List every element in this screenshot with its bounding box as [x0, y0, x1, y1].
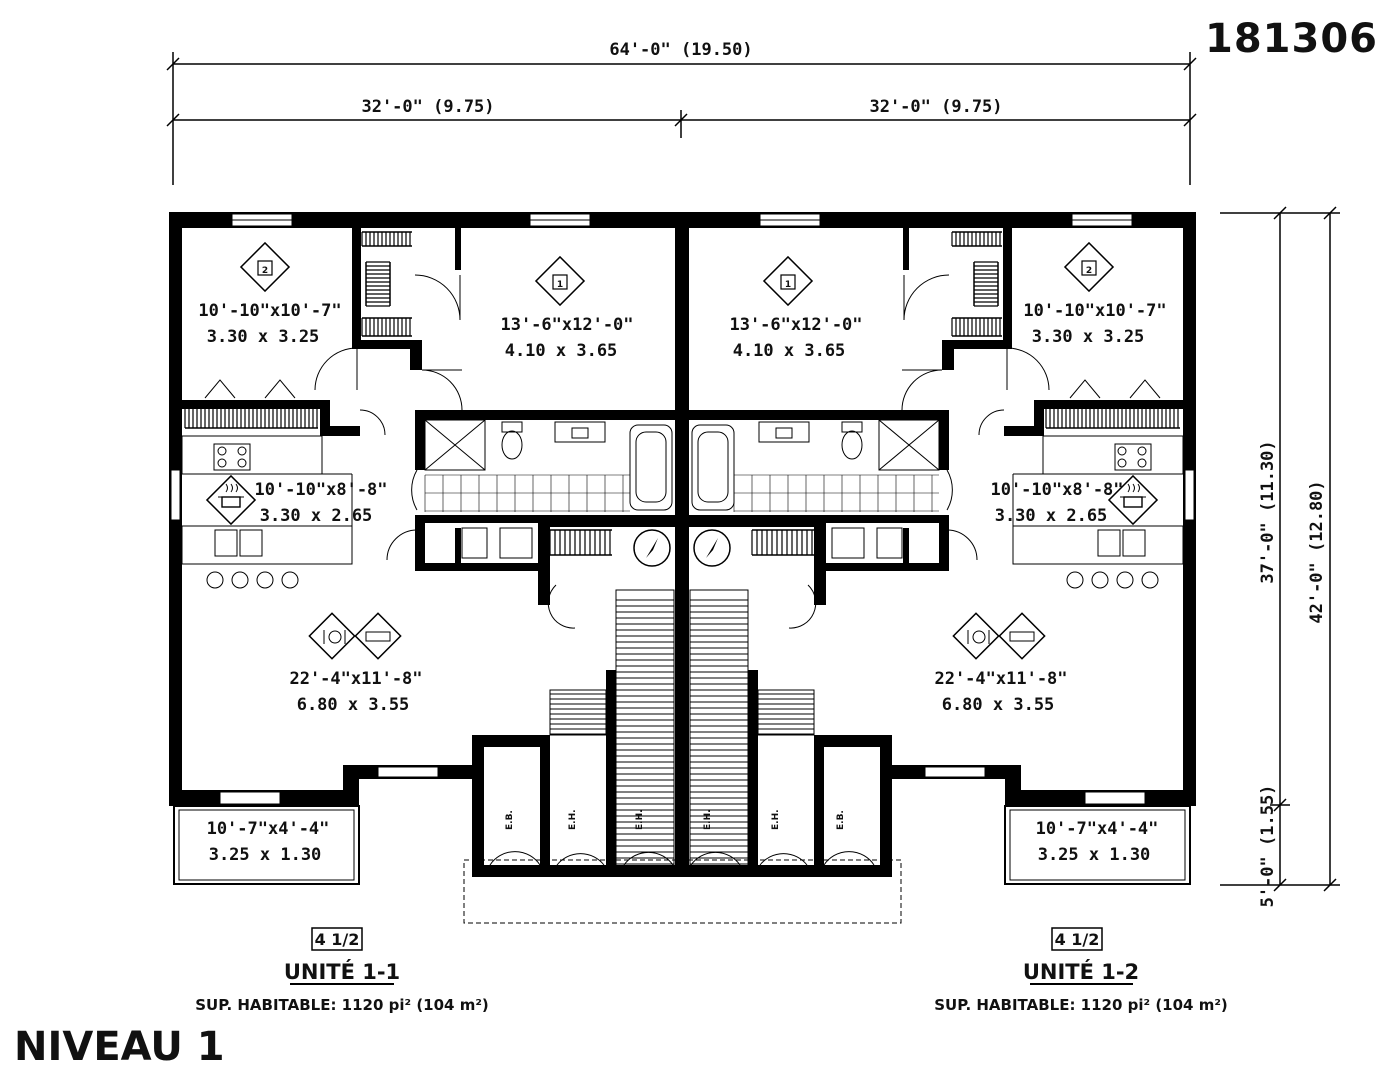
bed-icon: 2 — [239, 241, 291, 293]
bedroom-1-metric: 4.10 x 3.65 — [505, 341, 618, 361]
closet-label-1: E.B. — [505, 810, 515, 830]
kitchen-left — [181, 379, 353, 589]
balcony-metric: 3.25 x 1.30 — [209, 845, 322, 865]
svg-text:2: 2 — [262, 266, 268, 276]
side-dimensions: 37'-0" (11.30) 42'-0" (12.80) 5'-0" (1.5… — [1220, 206, 1340, 908]
meter-right — [693, 529, 731, 567]
svg-text:2: 2 — [1086, 266, 1092, 276]
plan-code: 181306 — [1205, 16, 1378, 62]
closet-label-5: E.H. — [771, 809, 781, 830]
closet-label-4: E.H. — [703, 809, 713, 830]
unit-type-badge: 4 1/2 — [1055, 930, 1100, 949]
unit-area: SUP. HABITABLE: 1120 pi² (104 m²) — [195, 996, 489, 1014]
door-swings — [314, 274, 1050, 629]
dining-icon — [308, 612, 356, 660]
room-labels-left: 10'-10"x10'-7" 3.30 x 3.25 13'-6"x12'-0"… — [198, 301, 633, 865]
top-dimensions: 64'-0" (19.50) 32'-0" (9.75) 32'-0" (9.7… — [166, 40, 1197, 185]
unit-area: SUP. HABITABLE: 1120 pi² (104 m²) — [934, 996, 1228, 1014]
depth-main-dim: 37'-0" (11.30) — [1258, 440, 1278, 583]
right-half-dim: 32'-0" (9.75) — [869, 97, 1002, 117]
depth-extra-dim: 5'-0" (1.55) — [1258, 785, 1278, 908]
bed-icon: 2 — [1063, 241, 1115, 293]
depth-total-dim: 42'-0" (12.80) — [1307, 480, 1327, 623]
closet-label-6: E.B. — [836, 810, 846, 830]
balcony-right — [1004, 805, 1191, 885]
closet-label-2: E.H. — [568, 809, 578, 830]
room-labels-right: 13'-6"x12'-0" 4.10 x 3.65 10'-10"x10'-7"… — [729, 301, 1166, 865]
entry-closets: E.B. E.H. E.H. E.H. E.H. E.B. — [489, 809, 875, 866]
kitchen-metric: 3.30 x 2.65 — [260, 506, 373, 526]
bedroom-2-metric: 3.30 x 3.25 — [207, 327, 320, 347]
unit-name: UNITÉ 1-2 — [1023, 959, 1139, 984]
bathroom-right — [691, 419, 940, 559]
balcony-metric: 3.25 x 1.30 — [1038, 845, 1151, 865]
unit-type-badge: 4 1/2 — [315, 930, 360, 949]
closet-label-3: E.H. — [635, 809, 645, 830]
kitchen-imperial: 10'-10"x8'-8" — [254, 480, 387, 500]
living-metric: 6.80 x 3.55 — [297, 695, 410, 715]
left-half-dim: 32'-0" (9.75) — [361, 97, 494, 117]
living-metric: 6.80 x 3.55 — [942, 695, 1055, 715]
porch-outline — [463, 859, 902, 924]
bedroom-1-imperial: 13'-6"x12'-0" — [500, 315, 633, 335]
balcony-left — [173, 805, 360, 885]
bedroom-2-metric: 3.30 x 3.25 — [1032, 327, 1145, 347]
svg-text:1: 1 — [557, 280, 563, 290]
kitchen-metric: 3.30 x 2.65 — [995, 506, 1108, 526]
balcony-imperial: 10'-7"x4'-4" — [207, 819, 330, 839]
bathroom-left — [424, 419, 673, 559]
sofa-icon — [998, 612, 1046, 660]
living-imperial: 22'-4"x11'-8" — [934, 669, 1067, 689]
room-icons: 2 1 1 2 — [205, 241, 1159, 660]
living-imperial: 22'-4"x11'-8" — [289, 669, 422, 689]
sofa-icon — [354, 612, 402, 660]
meter-left — [633, 529, 671, 567]
unit-legend-left: 4 1/2 UNITÉ 1-1 SUP. HABITABLE: 1120 pi²… — [195, 927, 489, 1014]
unit-name: UNITÉ 1-1 — [284, 959, 400, 984]
kitchen-right — [1012, 379, 1184, 589]
kitchen-imperial: 10'-10"x8'-8" — [990, 480, 1123, 500]
cooking-pot-icon — [1107, 474, 1159, 526]
bedroom-1-imperial: 13'-6"x12'-0" — [729, 315, 862, 335]
windows — [170, 213, 1195, 805]
bed-icon: 1 — [762, 255, 814, 307]
bedroom-2-imperial: 10'-10"x10'-7" — [198, 301, 341, 321]
unit-legend-right: 4 1/2 UNITÉ 1-2 SUP. HABITABLE: 1120 pi²… — [934, 927, 1228, 1014]
svg-text:1: 1 — [785, 280, 791, 290]
bedroom-1-metric: 4.10 x 3.65 — [733, 341, 846, 361]
closets — [184, 231, 1180, 556]
stairs — [549, 589, 815, 871]
balcony-imperial: 10'-7"x4'-4" — [1036, 819, 1159, 839]
overall-width-dim: 64'-0" (19.50) — [609, 40, 752, 60]
bed-icon: 1 — [534, 255, 586, 307]
dining-icon — [952, 612, 1000, 660]
cooking-pot-icon — [205, 474, 257, 526]
level-title: NIVEAU 1 — [14, 1024, 225, 1070]
bedroom-2-imperial: 10'-10"x10'-7" — [1023, 301, 1166, 321]
